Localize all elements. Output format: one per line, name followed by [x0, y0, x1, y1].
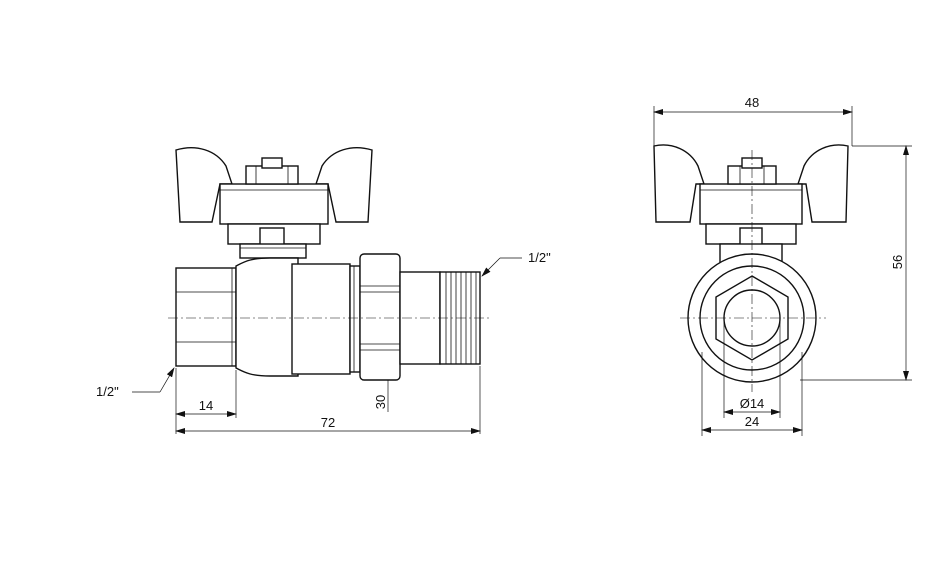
dim-bore-label: Ø14 — [740, 396, 765, 411]
thread-right-label: 1/2" — [528, 250, 551, 265]
front-view: 48 56 Ø14 24 — [653, 95, 912, 436]
valve-stem — [227, 223, 321, 259]
dim-total-height-label: 56 — [890, 255, 905, 269]
thread-left-label: 1/2" — [96, 384, 119, 399]
female-end — [175, 267, 237, 367]
valve-body — [235, 257, 361, 377]
dim-end-length-label: 14 — [199, 398, 213, 413]
dim-body-width-label: 24 — [745, 414, 759, 429]
dim-total-length-label: 72 — [321, 415, 335, 430]
dim-hex-height-label: 30 — [373, 395, 388, 409]
butterfly-handle — [175, 147, 373, 225]
dim-handle-width-label: 48 — [745, 95, 759, 110]
front-handle — [653, 144, 849, 225]
side-view: 14 72 30 1/2" 1/2" — [96, 147, 551, 434]
union-nut — [359, 253, 441, 381]
